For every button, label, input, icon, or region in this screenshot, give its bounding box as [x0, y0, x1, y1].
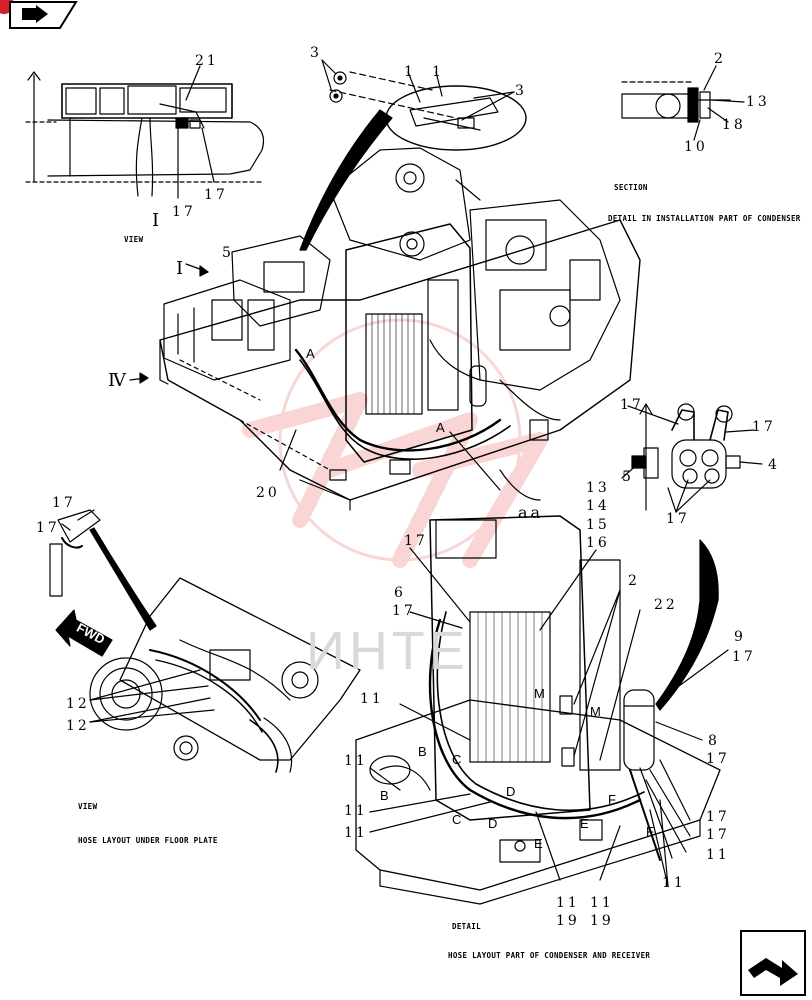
- back-arrow-icon: [0, 0, 78, 29]
- callout-21: 21: [195, 53, 219, 69]
- callout-10: 10: [684, 139, 708, 155]
- next-page-button[interactable]: [740, 930, 806, 996]
- letter-f-1: F: [608, 792, 616, 807]
- callout-5-main: 5: [222, 245, 234, 261]
- callout-17-clip-c: 17: [666, 511, 690, 527]
- callout-11-det-g: 11: [590, 895, 614, 911]
- callout-17-clip-a: 17: [620, 397, 644, 413]
- callout-2-det: 2: [628, 573, 640, 589]
- callout-17-det-f: 17: [706, 827, 730, 843]
- letter-d-2: D: [488, 816, 498, 831]
- evaporator-detail: [299, 59, 527, 251]
- letter-b-2: B: [380, 788, 389, 803]
- callout-14: 14: [586, 498, 610, 514]
- letter-e-2: E: [534, 836, 543, 851]
- callout-22: 22: [654, 597, 678, 613]
- callout-2-section: 2: [714, 51, 726, 67]
- callout-17-det-c: 17: [732, 649, 756, 665]
- callout-11-det-e: 11: [662, 875, 686, 891]
- caption-detail-condenser: DETAIL IN INSTALLATION PART OF CONDENSER: [608, 214, 801, 223]
- callout-12b: 12: [66, 718, 90, 734]
- callout-17-det-e: 17: [706, 809, 730, 825]
- view-marker-i: I: [152, 210, 160, 231]
- callout-9: 9: [734, 629, 746, 645]
- callout-8: 8: [708, 733, 720, 749]
- callout-20: 20: [256, 485, 280, 501]
- forward-arrow-icon: [55, 609, 113, 657]
- callout-13: 13: [586, 480, 610, 496]
- callout-17-det-d: 17: [706, 751, 730, 767]
- floor-plate-view: [89, 577, 361, 773]
- view-i-illustration: [25, 65, 265, 199]
- next-page-arrow-icon: [740, 930, 806, 996]
- condenser-receiver-detail: [355, 515, 729, 905]
- callout-17a: 17: [172, 204, 196, 220]
- callout-19-det-a: 19: [556, 913, 580, 929]
- callout-15: 15: [586, 517, 610, 533]
- callout-1b: 1: [432, 64, 444, 80]
- callout-17-det-g: 11: [360, 691, 384, 707]
- callout-11-det-a: 11: [706, 847, 730, 863]
- callout-16: 16: [586, 535, 610, 551]
- caption-hose-floor: HOSE LAYOUT UNDER FLOOR PLATE: [78, 836, 218, 845]
- callout-18: 18: [722, 117, 746, 133]
- machine-main-illustration: [159, 147, 641, 511]
- view-arrows: [129, 263, 209, 384]
- callout-17-left-a: 17: [52, 495, 76, 511]
- left-clip-detail: [49, 509, 157, 631]
- letter-m-2: M: [590, 704, 601, 719]
- caption-detail: DETAIL: [452, 922, 481, 931]
- letter-f-2: F: [646, 824, 654, 839]
- callout-11-det-f: 11: [556, 895, 580, 911]
- caption-view-1: VIEW: [124, 235, 144, 244]
- letter-c-2: C: [452, 812, 462, 827]
- callout-aa: aa: [518, 503, 544, 522]
- section-detail: [621, 65, 745, 141]
- watermark-text: ИНТЕ: [306, 621, 469, 681]
- callout-3a: 3: [310, 45, 322, 61]
- callout-17-det-b: 17: [392, 603, 416, 619]
- view-marker-iv-arrow: Ⅳ: [108, 370, 126, 391]
- back-button[interactable]: [0, 0, 78, 30]
- callout-5-clip: 5: [622, 469, 634, 485]
- view-marker-i-arrow: I: [176, 258, 184, 279]
- callout-17-left-b: 17: [36, 520, 60, 536]
- callout-1a: 1: [404, 64, 416, 80]
- letter-c-1: C: [452, 752, 462, 767]
- callout-13-section: 13: [746, 94, 770, 110]
- callout-12a: 12: [66, 696, 90, 712]
- letter-m-1: M: [534, 686, 545, 701]
- callout-11-det-c: 11: [344, 803, 368, 819]
- letter-b-1: B: [418, 744, 427, 759]
- letter-a-2: A: [436, 420, 445, 435]
- callout-19-det-b: 19: [590, 913, 614, 929]
- letter-d-1: D: [506, 784, 516, 799]
- callout-4: 4: [768, 457, 780, 473]
- callout-17-det-a: 17: [404, 533, 428, 549]
- callout-11-det-b: 11: [344, 753, 368, 769]
- callout-17b: 17: [204, 187, 228, 203]
- caption-section: SECTION: [614, 183, 648, 192]
- letter-e-1: E: [580, 816, 589, 831]
- callout-3b: 3: [515, 83, 527, 99]
- letter-a-1: A: [306, 346, 315, 361]
- caption-hose-condenser: HOSE LAYOUT PART OF CONDENSER AND RECEIV…: [448, 951, 651, 960]
- caption-view-2: VIEW: [78, 802, 98, 811]
- callout-6: 6: [394, 585, 406, 601]
- callout-11-det-d: 11: [344, 825, 368, 841]
- hose-clip-detail: [621, 403, 763, 513]
- callout-17-clip-b: 17: [752, 419, 776, 435]
